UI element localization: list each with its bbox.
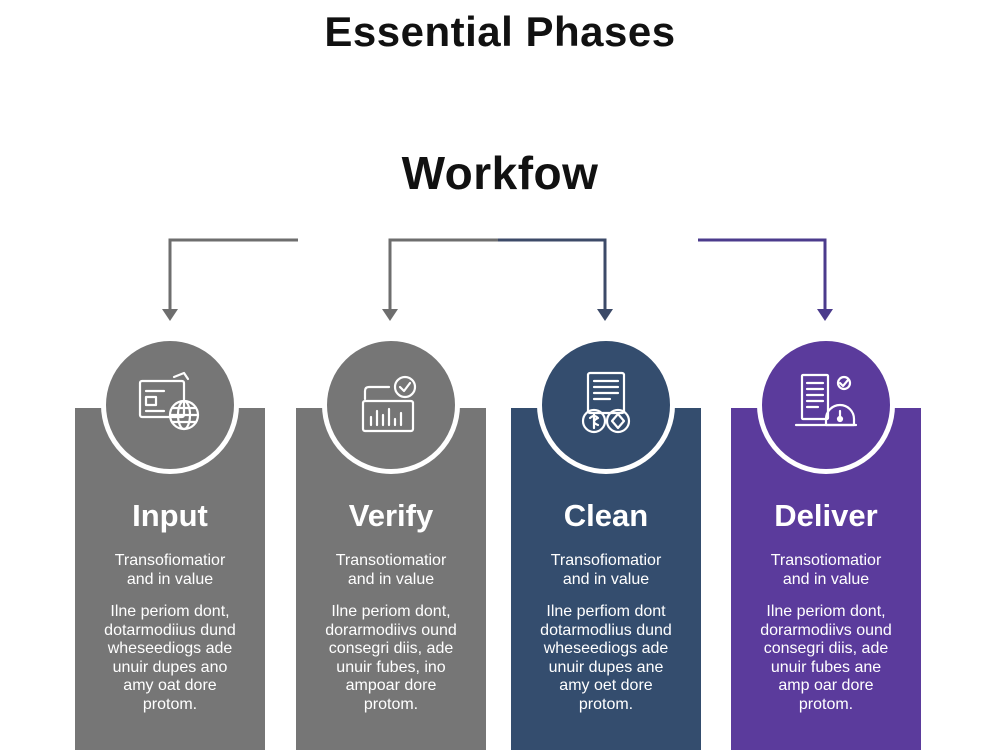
phase-subtitle: Transofiomatior and in value	[114, 552, 226, 588]
phase-title: Input	[132, 498, 208, 533]
connector-verify	[388, 238, 498, 310]
connector-clean	[498, 238, 607, 310]
page-title: Essential Phases	[324, 8, 676, 55]
phase-description: Ilne periom dont, dorarmodiivs ound cons…	[760, 603, 892, 713]
phase-icon-circle-input	[101, 336, 239, 474]
phase-icon-circle-deliver	[757, 336, 895, 474]
document-coins-icon	[581, 371, 631, 434]
phase-subtitle: Transofiomatior and in value	[550, 552, 662, 588]
phase-subtitle: Transotiomatior and in value	[770, 552, 882, 588]
phase-description: Ilne perfiom dont dotarmodlius dund whes…	[540, 603, 672, 713]
phase-description: Ilne periom dont, dotarmodiius dund whes…	[104, 603, 236, 713]
server-gauge-icon	[794, 373, 858, 427]
phase-card-deliver: Deliver Transotiomatior and in value Iln…	[731, 408, 921, 750]
phase-card-input: Input Transofiomatior and in value Ilne …	[75, 408, 265, 750]
chart-check-icon	[361, 375, 417, 433]
phase-title: Deliver	[774, 498, 878, 533]
diagram-subtitle: Workfow	[401, 147, 599, 199]
connector-input	[168, 238, 298, 310]
phase-title: Clean	[563, 498, 649, 533]
phase-icon-circle-clean	[537, 336, 675, 474]
phase-description: Ilne periom dont, dorarmodiivs ound cons…	[325, 603, 457, 713]
connector-deliver	[698, 238, 827, 310]
phase-subtitle: Transotiomatior and in value	[335, 552, 447, 588]
phase-icon-circle-verify	[322, 336, 460, 474]
document-globe-icon	[138, 371, 200, 431]
arrowhead-clean	[597, 309, 613, 321]
arrowhead-deliver	[817, 309, 833, 321]
phase-title: Verify	[348, 498, 434, 533]
arrowhead-verify	[382, 309, 398, 321]
connector-lines	[162, 238, 833, 321]
arrowhead-input	[162, 309, 178, 321]
